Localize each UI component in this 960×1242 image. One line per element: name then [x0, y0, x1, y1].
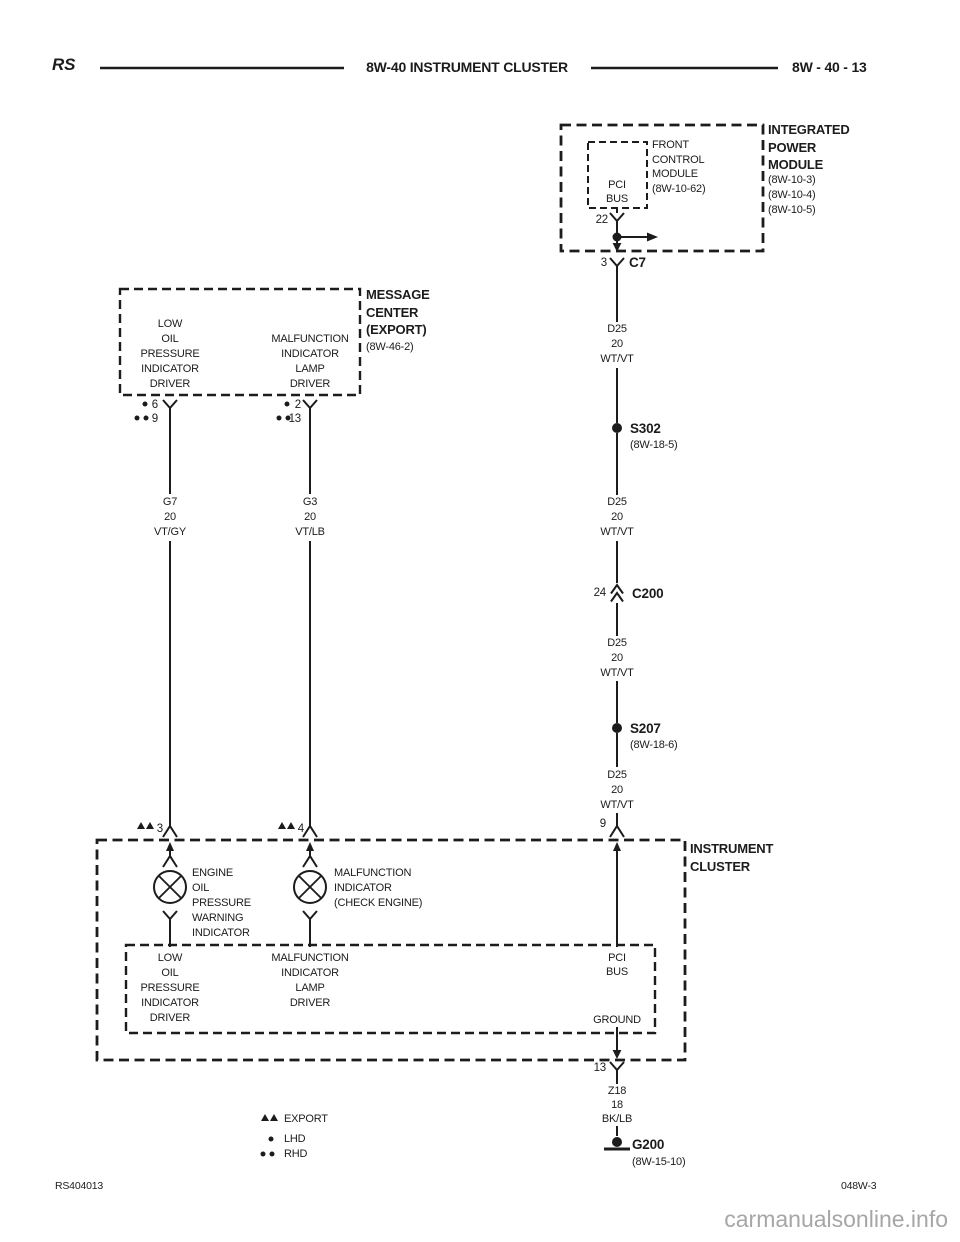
instrument-cluster-title: INSTRUMENT CLUSTER	[690, 841, 774, 874]
wire-d25-label-1: D25 20 WT/VT	[600, 323, 634, 365]
mc-pin-9-label: 9	[151, 413, 158, 425]
c200-connector-icon	[610, 584, 624, 603]
wire-g7	[162, 415, 178, 838]
message-center-ref: (8W-46-2)	[366, 341, 414, 353]
page-number: 8W - 40 - 13	[792, 59, 867, 75]
cluster-mil-driver-label: MALFUNCTION INDICATOR LAMP DRIVER	[271, 952, 349, 1009]
ipm-pci-bus-label: PCI BUS	[605, 179, 629, 205]
pin-22-label: 22	[595, 214, 609, 226]
connector-c200-label: C200	[632, 586, 664, 601]
model-code: RS	[52, 55, 76, 74]
wire-d25-label-4: D25 20 WT/VT	[600, 769, 634, 811]
legend-rhd-label: RHD	[284, 1148, 308, 1160]
front-control-module-label: FRONT CONTROL MODULE (8W-10-62)	[652, 139, 706, 195]
ground-g200-label: G200	[632, 1137, 665, 1152]
check-engine-lamp-icon	[293, 870, 327, 904]
lamp-right-terminal-icon	[302, 855, 318, 868]
legend-lhd-label: LHD	[284, 1133, 306, 1145]
splice-s207-dot	[612, 723, 622, 733]
wire-d25-label-3: D25 20 WT/VT	[600, 637, 634, 679]
legend-export-icon	[270, 1114, 278, 1121]
check-engine-lamp-label: MALFUNCTION INDICATOR (CHECK ENGINE)	[334, 867, 423, 909]
ground-exit-arrow-icon	[612, 1027, 622, 1059]
splice-s302-dot	[612, 423, 622, 433]
watermark: carmanualsonline.info	[724, 1206, 948, 1232]
sheet-code: 048W-3	[841, 1180, 877, 1192]
pin4-connector-icon	[302, 825, 318, 838]
pin22-connector-icon	[609, 212, 625, 229]
pin13-connector-icon	[609, 1061, 625, 1078]
c7-connector-icon	[609, 257, 625, 274]
wire-g3-label: G3 20 VT/LB	[295, 496, 325, 538]
splice-s207-ref: (8W-18-6)	[630, 739, 678, 751]
pin3-connector-icon	[162, 825, 178, 838]
cluster-low-oil-driver-label: LOW OIL PRESSURE INDICATOR DRIVER	[140, 952, 200, 1024]
pin-9-label: 9	[599, 818, 606, 830]
ipm-title: INTEGRATED POWER MODULE	[768, 122, 850, 172]
splice-s302-ref: (8W-18-5)	[630, 439, 678, 451]
wire-z18-label: Z18 18 BK/LB	[601, 1085, 633, 1125]
g200-ground-icon	[604, 1137, 630, 1151]
wire-g7-label: G7 20 VT/GY	[153, 496, 187, 538]
cluster-pci-bus-label: PCI BUS	[605, 952, 629, 978]
cluster-pin-3-label: 3	[156, 823, 163, 835]
page-title: 8W-40 INSTRUMENT CLUSTER	[366, 59, 568, 75]
splice-s207-label: S207	[630, 721, 661, 736]
wire-d25-label-2: D25 20 WT/VT	[600, 496, 634, 538]
ground-g200-ref: (8W-15-10)	[632, 1156, 686, 1168]
lamp-left-lower-connector-icon	[162, 910, 178, 927]
pin9-entry-arrow-icon	[613, 842, 621, 947]
pin-3-c7-label: 3	[600, 257, 607, 269]
cluster-pin-4-label: 4	[297, 823, 304, 835]
wire-z18	[604, 1061, 630, 1151]
splice-s302-label: S302	[630, 421, 661, 436]
document-code: RS404013	[55, 1180, 104, 1192]
message-center-title: MESSAGE CENTER (EXPORT)	[366, 287, 430, 337]
legend-rhd-icon	[269, 1151, 275, 1157]
connector-c7-label: C7	[629, 255, 646, 270]
cluster-pin-13-label: 13	[593, 1062, 607, 1074]
legend-lhd-icon	[268, 1136, 274, 1142]
mc-mil-driver-label: MALFUNCTION INDICATOR LAMP DRIVER	[271, 333, 349, 390]
lamp-right-lower-connector-icon	[302, 910, 318, 927]
wire-g3	[302, 415, 318, 838]
pci-bus-wire	[609, 257, 625, 838]
oil-pressure-lamp-label: ENGINE OIL PRESSURE WARNING INDICATOR	[192, 867, 251, 939]
exit-arrow-down-icon	[612, 243, 622, 252]
lamp-left-terminal-icon	[162, 855, 178, 868]
ipm-box	[559, 123, 765, 253]
mc-low-oil-driver-label: LOW OIL PRESSURE INDICATOR DRIVER	[140, 318, 200, 390]
pin-24-label: 24	[593, 587, 607, 599]
cluster-ground-label: GROUND	[593, 1014, 641, 1026]
legend-symbols	[260, 1114, 278, 1157]
ipm-refs: (8W-10-3) (8W-10-4) (8W-10-5)	[768, 174, 816, 216]
oil-pressure-lamp-icon	[153, 870, 187, 904]
legend-rhd-icon	[260, 1151, 266, 1157]
mc-left-pin-connector-icon	[162, 399, 178, 416]
legend-export-icon	[261, 1114, 269, 1121]
legend-export-label: EXPORT	[284, 1113, 328, 1125]
mc-right-pin-connector-icon	[302, 399, 318, 416]
branch-arrow-right-icon	[617, 232, 658, 242]
mc-pin-6-label: 6	[151, 399, 158, 411]
mc-pin-13-label: 13	[288, 413, 302, 425]
message-center-box	[118, 287, 362, 421]
mc-pin-2-label: 2	[294, 399, 301, 411]
instrument-cluster-box	[95, 822, 687, 1062]
pin9-connector-icon	[609, 825, 625, 838]
